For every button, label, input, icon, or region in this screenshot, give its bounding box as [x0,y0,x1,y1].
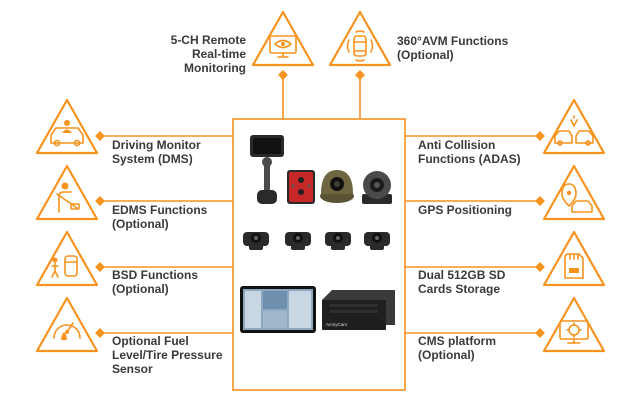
cms-label: CMS platform (Optional) [418,334,496,362]
side-camera-product [362,171,392,204]
product-panel [232,118,406,391]
avm-label: 360°AVM Functions (Optional) [397,34,509,62]
display-monitor-product [240,286,316,333]
dms-label: Driving Monitor System (DMS) [112,138,201,166]
mini-monitor-product [250,135,284,204]
product-images: AmnyCam [240,135,395,333]
mini-camera-product-1 [243,232,269,250]
bsd-label: BSD Functions (Optional) [112,268,198,296]
fuel-gauge-icon [35,296,99,353]
gps-label: GPS Positioning [418,203,513,217]
gps-car-icon [542,164,606,221]
fuel-label: Optional Fuel Level/Tire Pressure Sensor [112,334,223,376]
sd-label: Dual 512GB SD Cards Storage [418,268,506,296]
dms-camera-product [287,170,315,204]
car-surround-icon [328,10,392,67]
edms-label: EDMS Functions (Optional) [112,203,208,231]
mini-camera-product-3 [325,232,351,250]
adas-label: Anti Collision Functions (ADAS) [418,138,521,166]
blind-spot-icon [35,230,99,287]
cms-platform-icon [542,296,606,353]
mdvr-product: AmnyCam [322,290,395,330]
sd-card-icon [542,230,606,287]
monitor-eye-icon [251,10,315,67]
mini-camera-product-2 [285,232,311,250]
driver-car-icon [35,98,99,155]
remote-monitoring-label: 5-CH Remote Real-time Monitoring [170,33,246,75]
dome-camera-product [320,170,354,203]
mdvr-brand-label: AmnyCam [326,322,347,327]
mini-camera-product-4 [364,232,390,250]
seatbelt-icon [35,164,99,221]
connector-lines [100,75,540,334]
collision-icon [542,98,606,155]
